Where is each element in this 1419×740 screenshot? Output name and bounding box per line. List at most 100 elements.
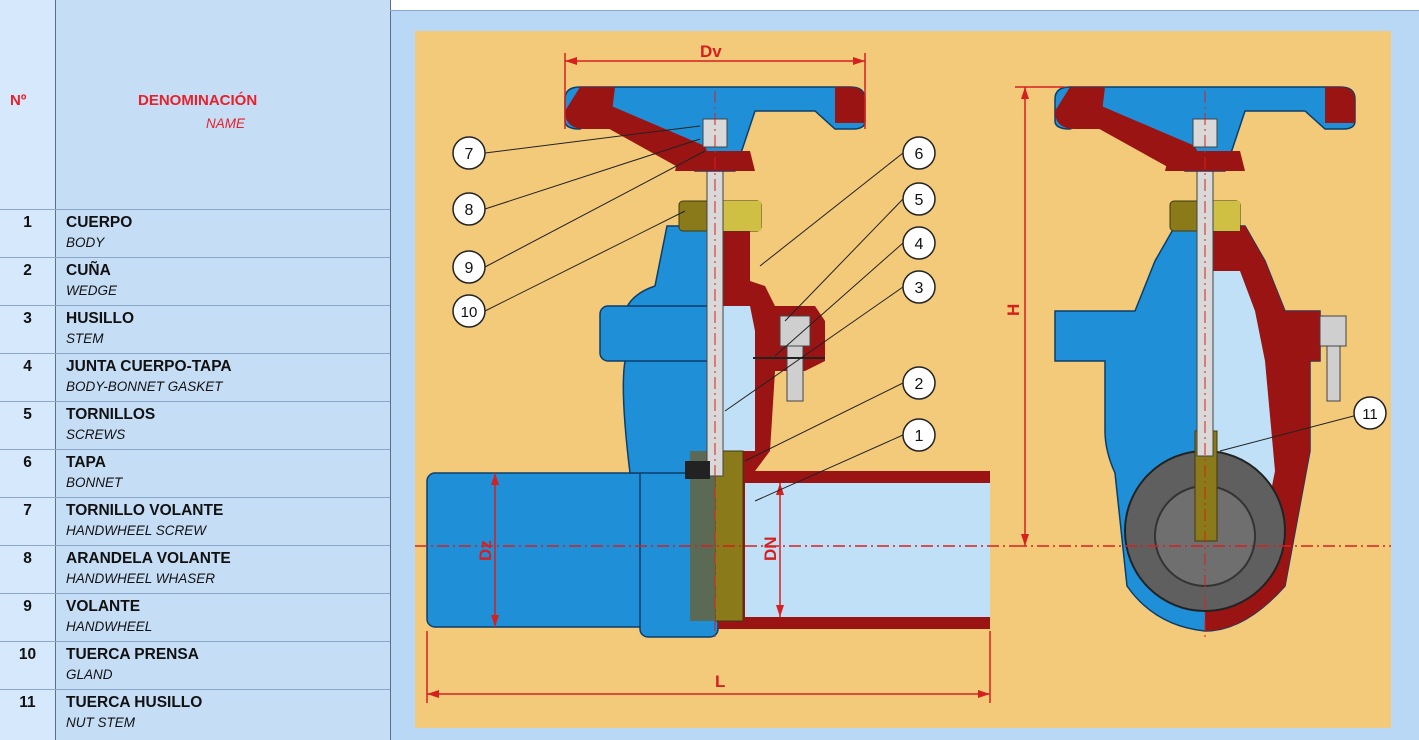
gland-nut-section bbox=[720, 201, 761, 231]
bonnet-cavity bbox=[715, 306, 755, 451]
wedge bbox=[714, 450, 744, 622]
callout-label: 8 bbox=[465, 202, 474, 219]
handwheel-side-rim-right bbox=[1325, 87, 1355, 123]
callout-label: 11 bbox=[1362, 406, 1378, 423]
dim-dn: DN bbox=[761, 536, 780, 561]
part-name: TUERCA PRENSA bbox=[66, 646, 199, 663]
part-number: 1 bbox=[23, 214, 32, 231]
number-column bbox=[0, 0, 55, 740]
part-name-en: GLAND bbox=[66, 667, 113, 682]
part-name: HUSILLO bbox=[66, 310, 135, 327]
callout-7 bbox=[452, 136, 486, 170]
bolt-shank bbox=[786, 345, 804, 402]
valve-side-view bbox=[1054, 86, 1356, 641]
arrow bbox=[978, 690, 990, 698]
header-no: Nº bbox=[10, 92, 27, 109]
top-border bbox=[390, 10, 1419, 11]
arrow bbox=[565, 57, 577, 65]
arrow bbox=[776, 605, 784, 617]
part-number: 6 bbox=[23, 454, 32, 471]
header-name-en: NAME bbox=[206, 116, 246, 131]
callout-4 bbox=[902, 226, 936, 260]
part-name: ARANDELA VOLANTE bbox=[66, 550, 231, 567]
dimension-lines bbox=[415, 53, 1391, 703]
wedge-left bbox=[690, 451, 715, 621]
callout-3 bbox=[902, 270, 936, 304]
body-flange-left bbox=[599, 305, 719, 362]
table-row: 5 TORNILLOS SCREWS bbox=[0, 401, 390, 449]
arrow bbox=[427, 690, 439, 698]
part-number: 9 bbox=[23, 598, 32, 615]
part-name: TORNILLO VOLANTE bbox=[66, 502, 224, 519]
pipe-section-bore bbox=[745, 483, 990, 617]
bolt-shank-side bbox=[1326, 345, 1341, 402]
part-name: TUERCA HUSILLO bbox=[66, 694, 203, 711]
callout-9 bbox=[452, 250, 486, 284]
part-name-en: HANDWHEEL bbox=[66, 619, 153, 634]
nameplate bbox=[685, 461, 710, 479]
table-row: 10 TUERCA PRENSA GLAND bbox=[0, 641, 390, 689]
dim-dv: Dv bbox=[700, 42, 722, 61]
dim-dz: Dz bbox=[476, 540, 495, 561]
part-number: 3 bbox=[23, 310, 32, 327]
bolt-head bbox=[779, 315, 811, 347]
arrow bbox=[1021, 534, 1029, 546]
callout-2 bbox=[902, 366, 936, 400]
callout-5 bbox=[902, 182, 936, 216]
part-number: 4 bbox=[23, 358, 32, 375]
table-row: 4 JUNTA CUERPO-TAPA BODY-BONNET GASKET bbox=[0, 353, 390, 401]
dim-h: H bbox=[1004, 304, 1023, 316]
table-row: 3 HUSILLO STEM bbox=[0, 305, 390, 353]
part-name: TORNILLOS bbox=[66, 406, 156, 423]
table-row: 9 VOLANTE HANDWHEEL bbox=[0, 593, 390, 641]
callout-1 bbox=[902, 418, 936, 452]
part-name: TAPA bbox=[66, 454, 106, 471]
callout-label: 1 bbox=[915, 428, 924, 445]
part-name-en: SCREWS bbox=[66, 427, 126, 442]
part-name-en: HANDWHEEL SCREW bbox=[66, 523, 207, 538]
bolt-head-side bbox=[1319, 315, 1347, 347]
column-divider bbox=[55, 0, 56, 740]
callout-label: 7 bbox=[465, 146, 474, 163]
part-name: JUNTA CUERPO-TAPA bbox=[66, 358, 232, 375]
part-number: 5 bbox=[23, 406, 32, 423]
callout-label: 4 bbox=[915, 236, 924, 253]
callout-8 bbox=[452, 192, 486, 226]
dim-l: L bbox=[715, 672, 725, 691]
column-divider bbox=[390, 0, 391, 740]
part-name-en: STEM bbox=[66, 331, 104, 346]
callout-label: 6 bbox=[915, 146, 924, 163]
callout-10 bbox=[452, 294, 486, 328]
part-name-en: WEDGE bbox=[66, 283, 118, 298]
callout-label: 5 bbox=[915, 192, 924, 209]
header-name: DENOMINACIÓN bbox=[138, 92, 258, 109]
arrow bbox=[776, 483, 784, 495]
callout-label: 3 bbox=[915, 280, 924, 297]
part-name-en: BODY-BONNET GASKET bbox=[66, 379, 223, 394]
part-name: VOLANTE bbox=[66, 598, 141, 615]
part-number: 8 bbox=[23, 550, 32, 567]
dimension-arrows bbox=[427, 57, 1029, 698]
callout-label: 2 bbox=[915, 376, 924, 393]
handwheel-rim-section-right bbox=[835, 87, 865, 123]
valve-front-view bbox=[426, 86, 990, 641]
part-name: CUÑA bbox=[66, 262, 111, 279]
callout-label: 9 bbox=[465, 260, 474, 277]
arrow bbox=[491, 615, 499, 627]
part-number: 7 bbox=[23, 502, 32, 519]
part-number: 11 bbox=[19, 694, 36, 711]
arrow bbox=[853, 57, 865, 65]
table-row: 7 TORNILLO VOLANTE HANDWHEEL SCREW bbox=[0, 497, 390, 545]
arrow bbox=[491, 473, 499, 485]
callout-label: 10 bbox=[461, 304, 478, 321]
callout-11 bbox=[1353, 396, 1387, 430]
arrow bbox=[1021, 87, 1029, 99]
part-number: 10 bbox=[18, 646, 37, 663]
callouts: 7 8 9 10 6 5 4 3 2 1 11 bbox=[452, 136, 1387, 452]
callout-6 bbox=[902, 136, 936, 170]
